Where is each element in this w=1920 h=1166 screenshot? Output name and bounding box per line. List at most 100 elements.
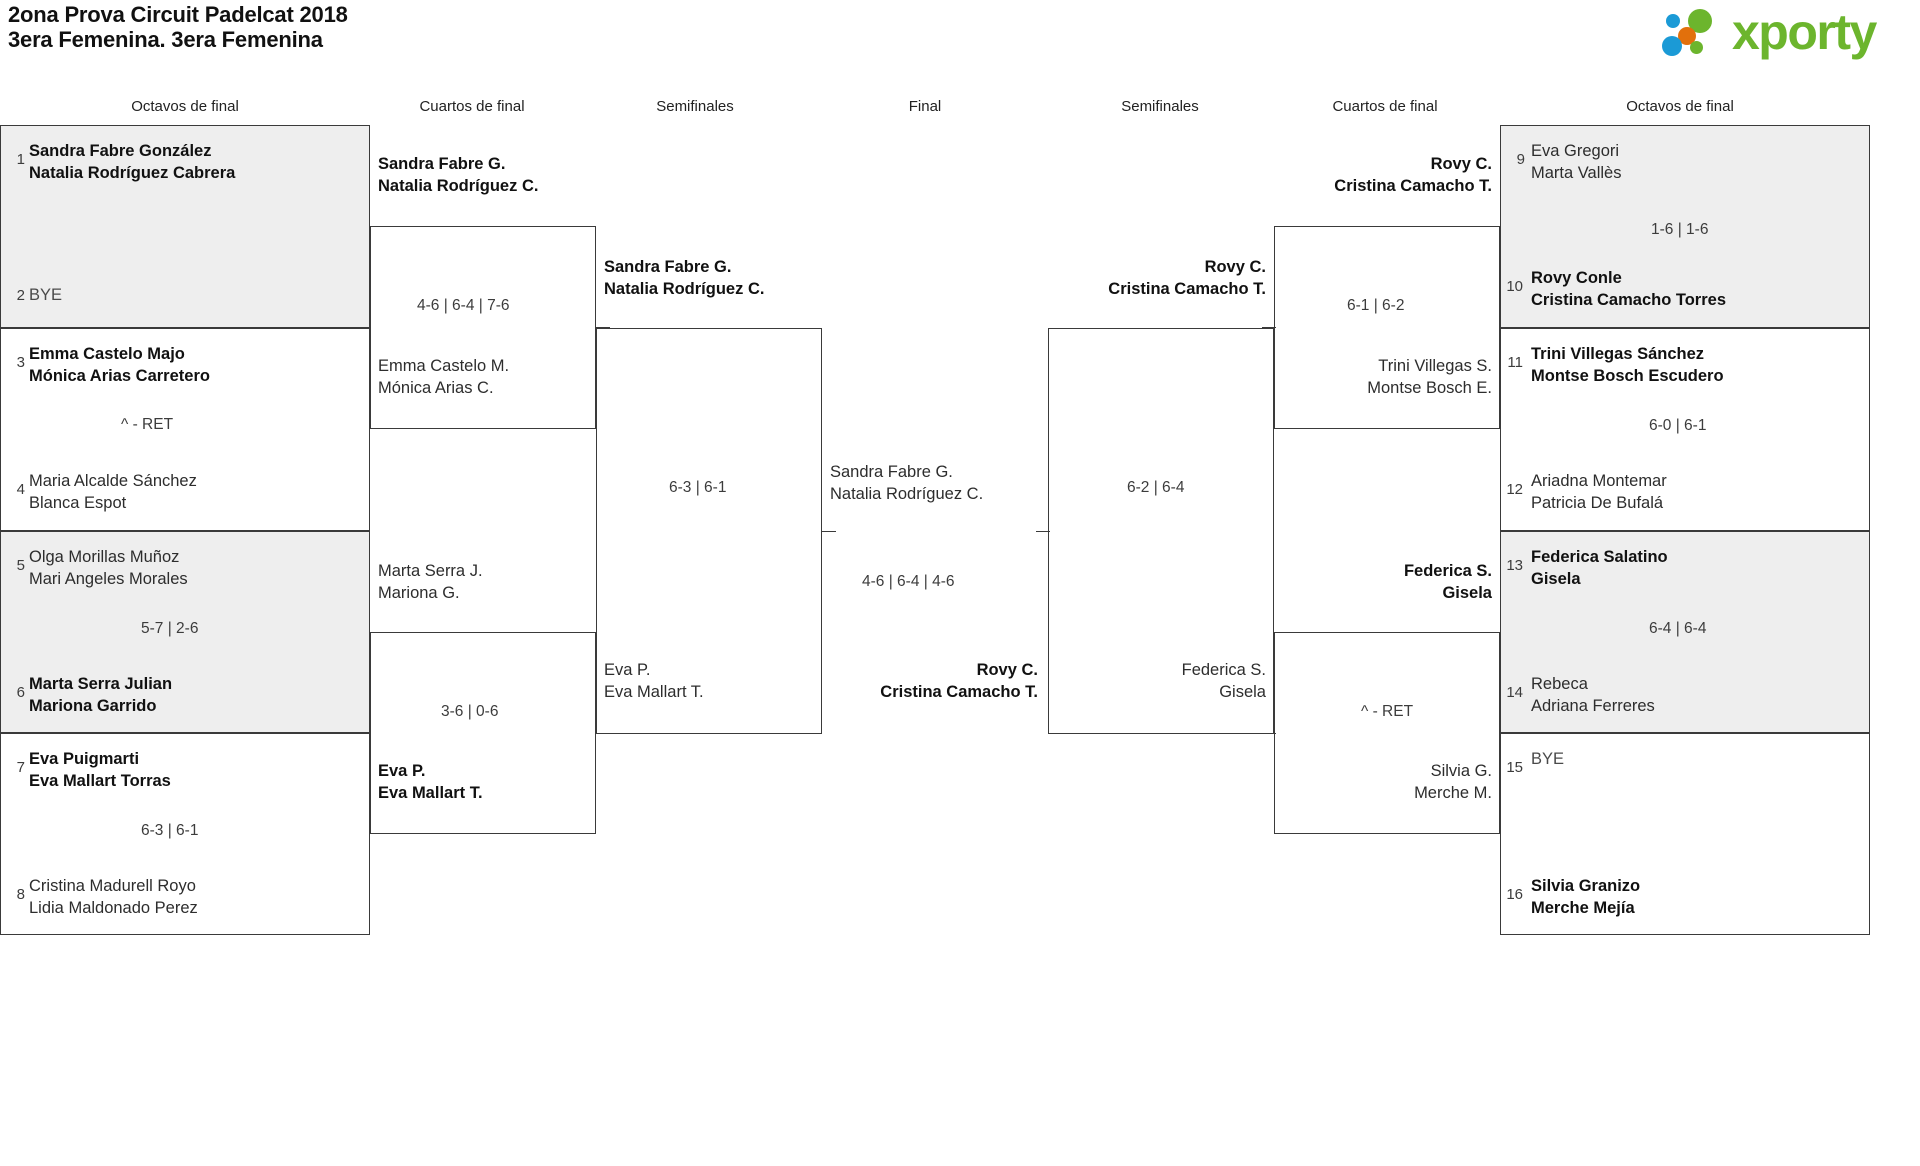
qf-match-4[interactable]: ^ - RET (1274, 632, 1500, 834)
match-score: 6-3 | 6-1 (669, 479, 727, 496)
sf-match-right[interactable]: 6-2 | 6-4 (1048, 328, 1274, 734)
seed-number: 13 (1506, 557, 1523, 574)
team-name: Cristina Camacho T. (880, 683, 1038, 701)
round-header-final: Final (908, 98, 942, 115)
match-score: 1-6 | 1-6 (1651, 221, 1709, 238)
round-header-right-qf: Cuartos de final (1332, 98, 1438, 115)
seed-number: 5 (16, 557, 25, 574)
match-score: 5-7 | 2-6 (141, 620, 199, 637)
seed-number: 6 (16, 684, 25, 701)
match-score: 6-0 | 6-1 (1649, 417, 1707, 434)
team-name: Eva Puigmarti (29, 750, 140, 768)
team-name: Marta Serra Julian (29, 675, 173, 693)
r16-match-2[interactable]: 3 Emma Castelo Majo Mónica Arias Carrete… (0, 328, 370, 531)
team-name: Emma Castelo Majo (29, 345, 185, 363)
qf-match-3[interactable]: 6-1 | 6-2 (1274, 226, 1500, 429)
team-name: Montse Bosch Escudero (1531, 367, 1724, 385)
team-name: BYE (1531, 750, 1565, 768)
team-name: Natalia Rodríguez C. (830, 485, 984, 503)
r16-match-1[interactable]: 1 Sandra Fabre González Natalia Rodrígue… (0, 125, 370, 328)
page-title: 2ona Prova Circuit Padelcat 2018 3era Fe… (8, 2, 348, 52)
team-name: Trini Villegas S. (1378, 357, 1492, 375)
round-header-right-sf: Semifinales (1121, 98, 1199, 115)
r16-match-6[interactable]: 11 Trini Villegas Sánchez Montse Bosch E… (1500, 328, 1870, 531)
seed-number: 14 (1506, 684, 1523, 701)
seed-number: 10 (1506, 278, 1523, 295)
logo-dots-icon (1662, 8, 1728, 58)
team-name: Mariona Garrido (29, 697, 157, 715)
team-name: Federica Salatino (1531, 548, 1668, 566)
connector-line (596, 327, 610, 328)
connector-line (822, 531, 836, 532)
team-name: Ariadna Montemar (1531, 472, 1667, 490)
team-name: Sandra Fabre G. (830, 463, 953, 481)
connector-line (1262, 733, 1276, 734)
team-name: Lidia Maldonado Perez (29, 899, 198, 917)
sf-match-left[interactable]: 6-3 | 6-1 (596, 328, 822, 734)
round-header-left-r16: Octavos de final (131, 98, 239, 115)
team-name: Cristina Camacho T. (1108, 280, 1266, 298)
team-name: Silvia Granizo (1531, 877, 1641, 895)
team-name: Eva Mallart Torras (29, 772, 171, 790)
team-name: Eva Gregori (1531, 142, 1620, 160)
team-name: Gisela (1531, 570, 1581, 588)
team-name: Mónica Arias C. (378, 379, 494, 397)
qf-match-1[interactable]: 4-6 | 6-4 | 7-6 (370, 226, 596, 429)
seed-number: 9 (1516, 151, 1525, 168)
connector-line (596, 733, 610, 734)
team-name: Adriana Ferreres (1531, 697, 1655, 715)
xporty-logo[interactable]: xporty (1662, 4, 1902, 60)
seed-number: 4 (16, 481, 25, 498)
team-name: Merche Mejía (1531, 899, 1635, 917)
r16-match-3[interactable]: 5 Olga Morillas Muñoz Mari Angeles Moral… (0, 531, 370, 733)
qf-match-2[interactable]: 3-6 | 0-6 (370, 632, 596, 834)
team-name: BYE (29, 286, 63, 304)
team-name: Federica S. (1181, 661, 1266, 679)
team-name: Sandra Fabre G. (378, 155, 506, 173)
r16-match-5[interactable]: 9 Eva Gregori Marta Vallès 1-6 | 1-6 10 … (1500, 125, 1870, 328)
team-name: Mónica Arias Carretero (29, 367, 210, 385)
round-header-right-r16: Octavos de final (1626, 98, 1734, 115)
team-name: Rovy Conle (1531, 269, 1622, 287)
team-name: Sandra Fabre González (29, 142, 212, 160)
team-name: Emma Castelo M. (378, 357, 510, 375)
seed-number: 16 (1506, 886, 1523, 903)
match-score: 6-4 | 6-4 (1649, 620, 1707, 637)
connector-line (1036, 531, 1050, 532)
team-name: Rovy C. (1204, 258, 1266, 276)
category-name: 3era Femenina. 3era Femenina (8, 27, 323, 52)
seed-number: 12 (1506, 481, 1523, 498)
round-header-left-qf: Cuartos de final (419, 98, 525, 115)
team-name: Eva Mallart T. (378, 784, 483, 802)
team-name: Olga Morillas Muñoz (29, 548, 180, 566)
team-name: Marta Vallès (1531, 164, 1622, 182)
team-name: Marta Serra J. (378, 562, 483, 580)
match-score: 6-3 | 6-1 (141, 822, 199, 839)
team-name: Cristina Camacho T. (1334, 177, 1492, 195)
team-name: Natalia Rodríguez Cabrera (29, 164, 236, 182)
team-name: Merche M. (1414, 784, 1492, 802)
round-header-left-sf: Semifinales (656, 98, 734, 115)
team-name: Mari Angeles Morales (29, 570, 188, 588)
r16-match-7[interactable]: 13 Federica Salatino Gisela 6-4 | 6-4 14… (1500, 531, 1870, 733)
r16-match-8[interactable]: 15 BYE 16 Silvia Granizo Merche Mejía (1500, 733, 1870, 935)
match-score: 4-6 | 6-4 | 4-6 (862, 573, 955, 590)
team-name: Eva Mallart T. (604, 683, 704, 701)
seed-number: 3 (16, 354, 25, 371)
match-score: ^ - RET (121, 416, 174, 433)
match-score: 4-6 | 6-4 | 7-6 (417, 297, 510, 314)
connector-line (1262, 327, 1276, 328)
seed-number: 8 (16, 886, 25, 903)
team-name: Mariona G. (378, 584, 460, 602)
r16-match-4[interactable]: 7 Eva Puigmarti Eva Mallart Torras 6-3 |… (0, 733, 370, 935)
team-name: Montse Bosch E. (1367, 379, 1492, 397)
seed-number: 1 (16, 151, 25, 168)
team-name: Sandra Fabre G. (604, 258, 732, 276)
final-match[interactable] (822, 328, 1048, 734)
seed-number: 7 (16, 759, 25, 776)
team-name: Gisela (1442, 584, 1492, 602)
team-name: Cristina Camacho Torres (1531, 291, 1727, 309)
seed-number: 11 (1507, 354, 1523, 371)
match-score: ^ - RET (1361, 703, 1414, 720)
